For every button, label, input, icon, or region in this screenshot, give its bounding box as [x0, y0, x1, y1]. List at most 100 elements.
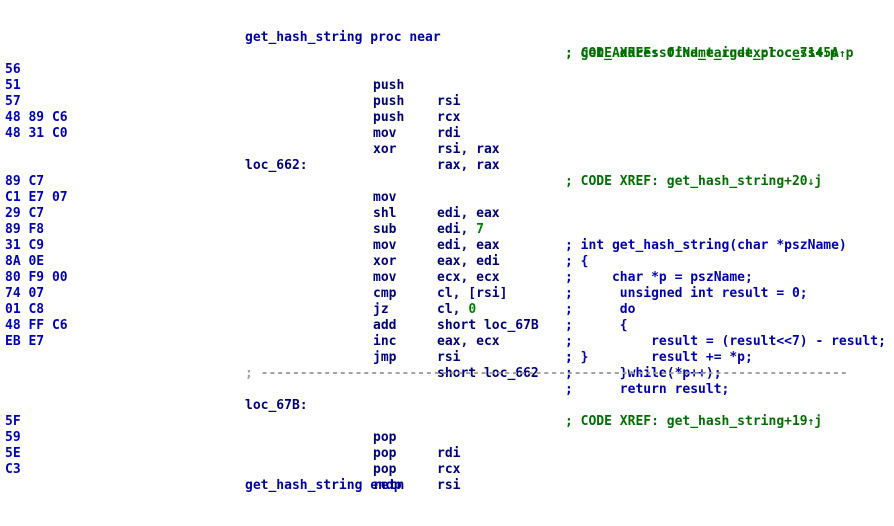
label-row[interactable]: loc_67B: ; CODE XREF: get_hash_string+19… — [0, 382, 894, 429]
xref-text[interactable]: ; CODE XREF: get_hash_string+19 — [565, 414, 808, 429]
mnemonic[interactable]: mov — [373, 190, 397, 205]
immediate-value[interactable]: 7 — [476, 222, 484, 237]
mnemonic[interactable]: add — [373, 318, 397, 333]
mnemonic[interactable]: push — [373, 78, 405, 93]
mnemonic[interactable]: xor — [373, 142, 397, 157]
pseudocode-comment: ; { — [565, 318, 628, 333]
instruction-row[interactable]: 74 07 jz short loc_67B ; result = (resul… — [0, 270, 894, 349]
operands[interactable]: edi, eax — [437, 206, 500, 221]
operands[interactable]: rdi — [437, 126, 461, 141]
pseudocode-comment: ; do — [565, 302, 636, 317]
instruction-row[interactable]: 48 FF C6 inc rsi ; }while(*p++); — [0, 302, 894, 381]
proc-name[interactable]: get_hash_string proc near — [245, 30, 441, 45]
opcode-bytes: 80 F9 00 — [5, 270, 68, 285]
pseudocode-comment: ; result = (result<<7) - result; — [565, 334, 886, 349]
pseudocode-comment: ; result += *p; — [565, 350, 753, 365]
operands[interactable]: rsi — [437, 94, 461, 109]
operands[interactable]: edi, eax — [437, 238, 500, 253]
mnemonic[interactable]: mov — [373, 126, 397, 141]
operands[interactable]: cl, [rsi] — [437, 286, 508, 301]
code-label[interactable]: loc_662: — [245, 158, 308, 173]
opcode-bytes: EB E7 — [5, 334, 45, 349]
instruction-row[interactable]: 29 C7 sub edi, eax ; { — [0, 190, 894, 269]
operands[interactable]: rax, rax — [437, 158, 500, 173]
proc-header-row[interactable]: get_hash_string proc near ; CODE XREF: f… — [0, 14, 894, 61]
mnemonic[interactable]: push — [373, 94, 405, 109]
instruction-row[interactable]: 48 31 C0 xor rax, rax — [0, 110, 894, 173]
instruction-row[interactable]: 48 89 C6 mov rsi, rax — [0, 94, 894, 157]
label-row[interactable]: loc_662: ; CODE XREF: get_hash_string+20… — [0, 142, 894, 189]
mnemonic[interactable]: pop — [373, 430, 397, 445]
pseudocode-comment: ; return result; — [565, 382, 730, 397]
mnemonic[interactable]: sub — [373, 222, 397, 237]
xref-comment[interactable]: ; CODE XREF: get_hash_string+19↑j — [565, 414, 822, 430]
instruction-row[interactable]: EB E7 jmp short loc_662 ; return result; — [0, 318, 894, 397]
mnemonic[interactable]: pop — [373, 446, 397, 461]
operands[interactable]: short loc_67B — [437, 318, 539, 333]
mnemonic[interactable]: push — [373, 110, 405, 125]
arrow-up-icon: ↑ — [807, 415, 815, 428]
instruction-row[interactable]: C1 E7 07 shl edi, 7 ; int get_hash_strin… — [0, 174, 894, 253]
operands[interactable]: rsi — [437, 478, 461, 493]
operand-register[interactable]: edi, — [437, 222, 477, 237]
instruction-row[interactable]: 89 C7 mov edi, eax — [0, 158, 894, 221]
mnemonic[interactable]: inc — [373, 334, 397, 349]
operands[interactable]: eax, ecx — [437, 334, 500, 349]
operands[interactable]: rcx — [437, 110, 461, 125]
instruction-row[interactable]: C3 retn — [0, 446, 894, 493]
xref-comment[interactable]: ; CODE XREF: get_hash_string+20↓j — [565, 174, 822, 190]
opcode-bytes: 5F — [5, 414, 21, 429]
xref-comment[interactable]: ; CODE XREF: find_target_process+5A↑p — [565, 46, 853, 62]
opcode-bytes: 89 F8 — [5, 222, 45, 237]
operand-register[interactable]: cl, — [437, 302, 469, 317]
immediate-value[interactable]: 0 — [468, 302, 477, 317]
mnemonic[interactable]: cmp — [373, 286, 397, 301]
mnemonic[interactable]: mov — [373, 238, 397, 253]
mnemonic[interactable]: xor — [373, 254, 397, 269]
opcode-bytes: 01 C8 — [5, 302, 45, 317]
mnemonic[interactable]: jmp — [373, 350, 397, 365]
pseudocode-comment: ; char *p = pszName; — [565, 270, 753, 285]
instruction-row[interactable]: 51 push rcx — [0, 62, 894, 125]
opcode-bytes: C1 E7 07 — [5, 190, 68, 205]
code-label[interactable]: loc_67B: — [245, 398, 308, 413]
instruction-row[interactable]: 8A 0E mov cl, [rsi] ; do — [0, 238, 894, 317]
instruction-row[interactable]: 57 push rdi — [0, 78, 894, 141]
operands[interactable]: eax, edi — [437, 254, 500, 269]
proc-end[interactable]: get_hash_string endp — [245, 478, 402, 493]
instruction-row[interactable]: 59 pop rcx — [0, 414, 894, 477]
mnemonic[interactable]: pop — [373, 462, 397, 477]
instruction-row[interactable]: 5E pop rsi — [0, 430, 894, 493]
arrow-down-icon: ↓ — [807, 175, 815, 188]
opcode-bytes: 31 C9 — [5, 238, 45, 253]
xref-type: j — [814, 414, 823, 429]
opcode-bytes: 59 — [5, 430, 21, 445]
mnemonic[interactable]: mov — [373, 270, 397, 285]
xref-text[interactable]: ; CODE XREF: get_hash_string+20 — [565, 174, 808, 189]
instruction-row[interactable]: 01 C8 add eax, ecx ; result += *p; — [0, 286, 894, 365]
operands[interactable]: rcx — [437, 462, 461, 477]
xref-text[interactable]: ; CODE XREF: find_target_process+5A — [565, 46, 839, 61]
instruction-row[interactable]: 80 F9 00 cmp cl, 0 ; { — [0, 254, 894, 333]
xref-comment[interactable]: ; get_AddressOfName_index:loc_714↓p — [565, 46, 838, 62]
opcode-bytes: 48 31 C0 — [5, 126, 68, 141]
instruction-row[interactable]: 56 push rsi — [0, 46, 894, 109]
mnemonic[interactable]: shl — [373, 206, 397, 221]
operands[interactable]: rdi — [437, 446, 461, 461]
proc-footer-row[interactable]: get_hash_string endp — [0, 462, 894, 493]
operands[interactable]: edi, 7 — [437, 222, 484, 238]
xref-row[interactable]: ; get_AddressOfName_index:loc_714↓p — [0, 30, 894, 61]
comment-row[interactable]: ; } — [0, 334, 894, 365]
instruction-row[interactable]: 31 C9 xor ecx, ecx ; unsigned int result… — [0, 222, 894, 301]
operands[interactable]: rsi, rax — [437, 142, 500, 157]
instruction-row[interactable]: 5F pop rdi — [0, 398, 894, 461]
operands[interactable]: rsi — [437, 350, 461, 365]
operands[interactable]: short loc_662 — [437, 366, 539, 381]
instruction-row[interactable]: 89 F8 mov eax, edi ; char *p = pszName; — [0, 206, 894, 285]
opcode-bytes: 29 C7 — [5, 206, 45, 221]
operands[interactable]: cl, 0 — [437, 302, 476, 318]
xref-text[interactable]: ; get_AddressOfName_index:loc_714 — [565, 46, 824, 61]
operands[interactable]: ecx, ecx — [437, 270, 500, 285]
disassembly-listing[interactable]: get_hash_string proc near ; CODE XREF: f… — [0, 14, 894, 493]
mnemonic[interactable]: jz — [373, 302, 389, 317]
